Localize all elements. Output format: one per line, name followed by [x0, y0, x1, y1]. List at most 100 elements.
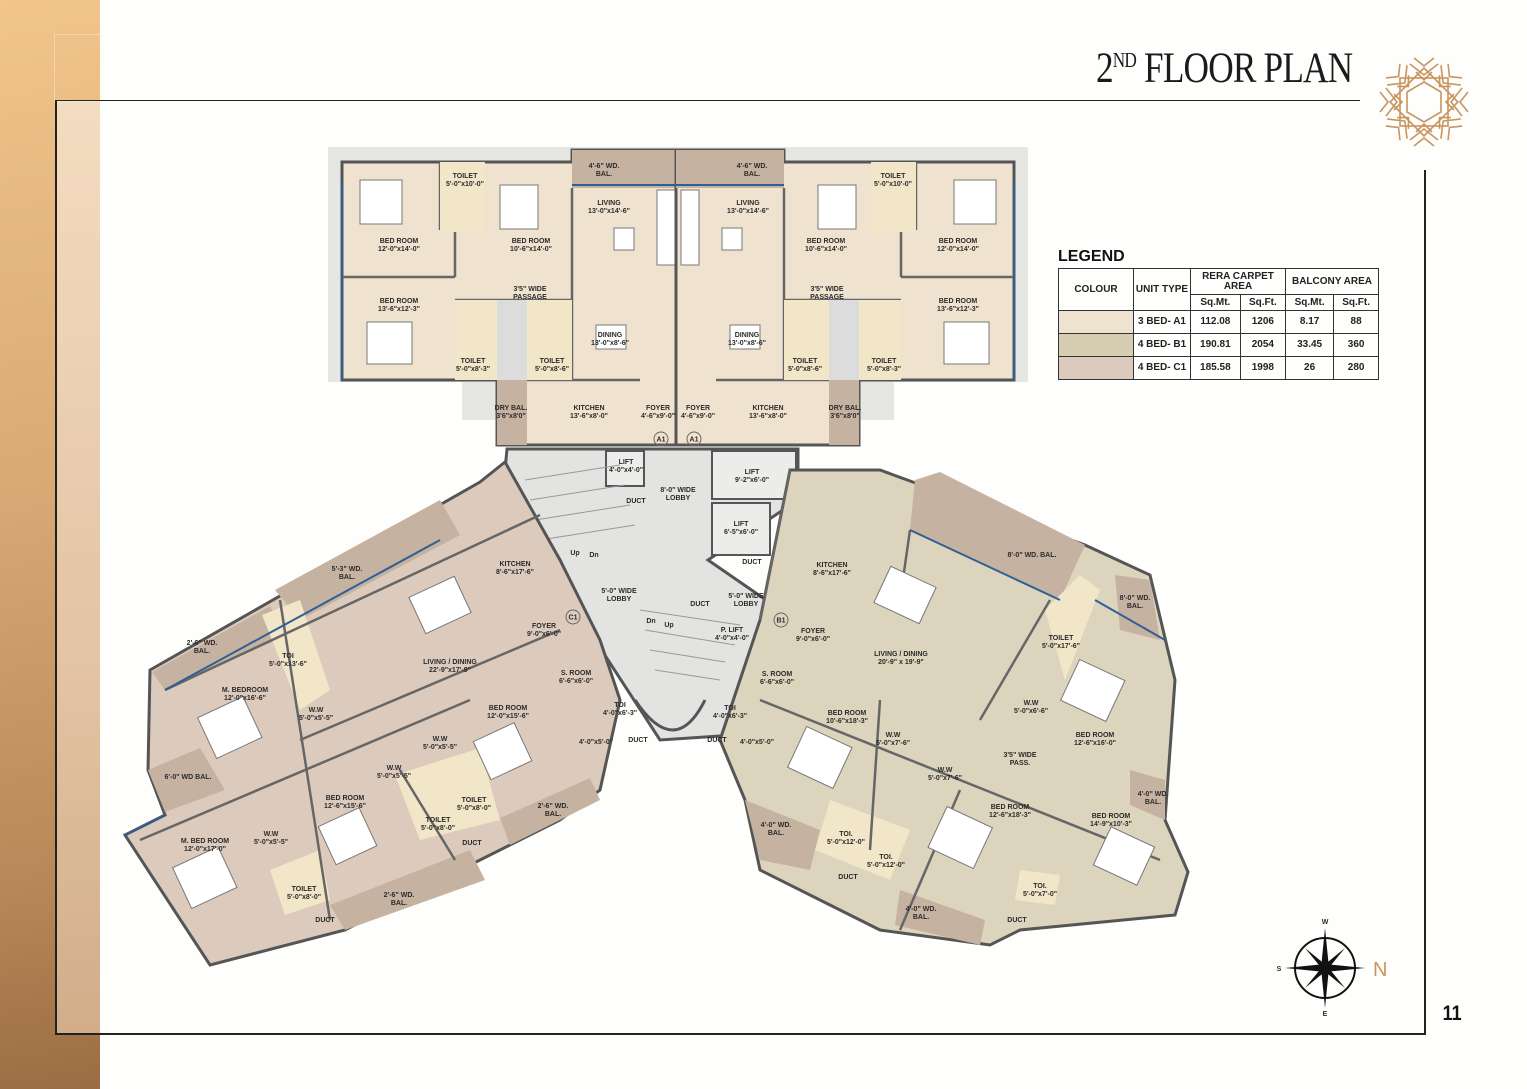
- stair-direction-label: Up: [570, 550, 579, 557]
- frame-line: [55, 100, 57, 1034]
- title-suffix: ND: [1112, 48, 1137, 72]
- legend-title: LEGEND: [1058, 248, 1125, 265]
- room-name: DUCT: [462, 840, 482, 847]
- room-name: LIVING: [597, 200, 621, 207]
- stair-direction-label: Dn: [646, 618, 655, 625]
- room-name: 8'-0" WIDE: [660, 487, 696, 494]
- unit-marker-label: A1: [657, 437, 666, 444]
- room-name: TOI.: [879, 854, 893, 861]
- room-name: S. ROOM: [762, 671, 793, 678]
- room-name: DUCT: [690, 601, 710, 608]
- room-size: 13'-6"x8'-0": [570, 413, 608, 420]
- room-name: DUCT: [315, 917, 335, 924]
- room-name: 5'-0" WIDE: [728, 593, 764, 600]
- frame-line: [55, 100, 1360, 101]
- lift-shaft: [605, 450, 645, 487]
- unit-marker: [653, 431, 669, 447]
- room-name: M. BED ROOM: [181, 838, 229, 845]
- room-name: 5'-3" WD.: [332, 566, 363, 573]
- room-size: 5'-0"x8'-3": [456, 366, 490, 373]
- room-size: 5'-0"x12'-0": [867, 862, 905, 869]
- room-name: P. LIFT: [721, 627, 744, 634]
- room-name: 5'-0" WIDE: [601, 588, 637, 595]
- room-name: W.W: [1024, 700, 1039, 707]
- room-size: 6'-6"x6'-0": [760, 679, 794, 686]
- room-label: 4'-0" WD.BAL.: [906, 906, 937, 921]
- room-name: TOILET: [1049, 635, 1074, 642]
- room-name: 4'-6" WD.: [589, 163, 620, 170]
- room-size: 5'-0"x7'-6": [928, 775, 962, 782]
- room-size: 12'-6"x16'-0": [1074, 740, 1116, 747]
- room-size: 4'-6"x9'-0": [681, 413, 715, 420]
- frame-line: [1424, 170, 1426, 1034]
- room-name: DRY BAL.: [829, 405, 862, 412]
- room-name: W.W: [264, 831, 279, 838]
- room-size: 22'-9"x17'-9": [429, 667, 471, 674]
- room-size: 13'-0"x8'-6": [591, 340, 629, 347]
- room-size: 5'-0"x6'-6": [1014, 708, 1048, 715]
- room-size: 13'-6"x12'-3": [378, 306, 420, 313]
- room-name: DINING: [735, 332, 760, 339]
- stair-direction-label: Dn: [589, 552, 598, 559]
- unit-marker: [686, 431, 702, 447]
- room-label: 2'-6" WD.BAL.: [187, 640, 218, 655]
- room-size: BAL.: [391, 900, 407, 907]
- unit-type: 4 BED- C1: [1133, 356, 1191, 380]
- room-name: 4'-6" WD.: [737, 163, 768, 170]
- decorative-side-strip: [55, 101, 100, 1033]
- room-name: 4'-0"x5'-0": [579, 739, 613, 746]
- legend-table: COLOUR UNIT TYPE RERA CARPET AREA BALCON…: [1058, 268, 1379, 380]
- compass-icon: W S E N: [1277, 919, 1388, 1018]
- room-label: 4'-6" WD.BAL.: [737, 163, 768, 178]
- room-size: 8'-6"x17'-6": [813, 570, 851, 577]
- balcony-sqmt: 33.45: [1284, 333, 1335, 357]
- room-size: 5'-0"x5'-5": [377, 773, 411, 780]
- room-name: S. ROOM: [561, 670, 592, 677]
- room-name: TOILET: [461, 358, 486, 365]
- room-name: KITCHEN: [816, 562, 847, 569]
- room-size: 13'-0"x14'-6": [588, 208, 630, 215]
- title-text: FLOOR PLAN: [1136, 45, 1353, 92]
- room-size: 5'-0"x13'-6": [269, 661, 307, 668]
- room-name: DUCT: [1007, 917, 1027, 924]
- room-name: TOILET: [292, 886, 317, 893]
- legend-row: 4 BED- B1 190.81 2054 33.45 360: [1058, 333, 1379, 357]
- room-size: 4'-0"x4'-0": [609, 467, 643, 474]
- frame-line: [55, 1033, 1426, 1035]
- room-name: BED ROOM: [326, 795, 365, 802]
- room-label: 4'-0" WD.BAL.: [1138, 791, 1169, 806]
- room-size: 10'-6"x18'-3": [826, 718, 868, 725]
- room-size: 5'-0"x8'-6": [788, 366, 822, 373]
- room-name: 8'-0" WD.: [1120, 595, 1151, 602]
- rera-sqft: 1998: [1239, 356, 1287, 380]
- unit-b1: [718, 468, 1190, 947]
- room-name: 3'5" WIDE: [514, 286, 547, 293]
- room-name: W.W: [433, 736, 448, 743]
- legend-row: 4 BED- C1 185.58 1998 26 280: [1058, 356, 1379, 380]
- room-name: 3'5" WIDE: [811, 286, 844, 293]
- room-name: FOYER: [686, 405, 710, 412]
- room-label: TOI.5'-0"x7'-0": [1023, 883, 1057, 898]
- room-name: BED ROOM: [991, 804, 1030, 811]
- compass-w: W: [1322, 919, 1329, 926]
- room-label: 8'-0" WD.BAL.: [1120, 595, 1151, 610]
- room-label: TOI.5'-0"x12'-0": [867, 854, 905, 869]
- room-name: TOILET: [793, 358, 818, 365]
- room-name: BED ROOM: [939, 298, 978, 305]
- room-label: 5'-3" WD.BAL.: [332, 566, 363, 581]
- room-name: LIVING / DINING: [874, 651, 928, 658]
- room-name: FOYER: [801, 628, 825, 635]
- room-label: DUCT: [315, 917, 335, 924]
